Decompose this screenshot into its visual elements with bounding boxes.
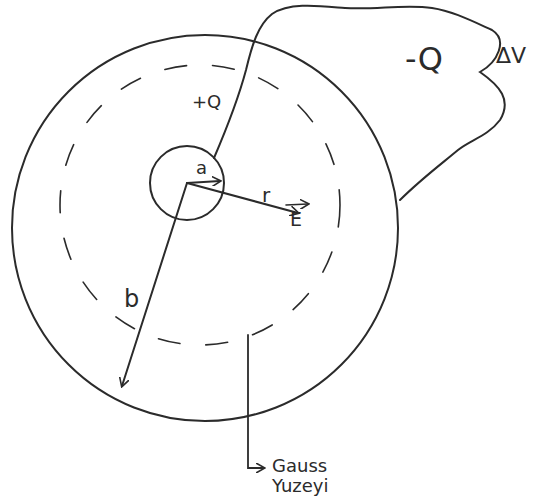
- charge-label: -Q: [405, 42, 443, 77]
- radius-a-arrow: [187, 181, 220, 183]
- outer-sphere: [12, 35, 398, 421]
- surface-label: Gauss Yuzeyi: [272, 456, 342, 496]
- radius-label: b: [124, 286, 139, 312]
- voltage-label: ΔV: [496, 44, 526, 68]
- gauss-leader: [248, 335, 264, 468]
- radius-label: a: [196, 158, 207, 178]
- lead-wire: [214, 6, 505, 200]
- gauss-surface: [60, 65, 340, 345]
- radius-r-arrow: [187, 183, 298, 213]
- radius-label: r: [262, 184, 270, 206]
- radius-b-arrow: [122, 183, 187, 386]
- field-label: E: [290, 209, 302, 230]
- charge-label: +Q: [192, 92, 221, 112]
- field-vector-arrow: [286, 204, 308, 205]
